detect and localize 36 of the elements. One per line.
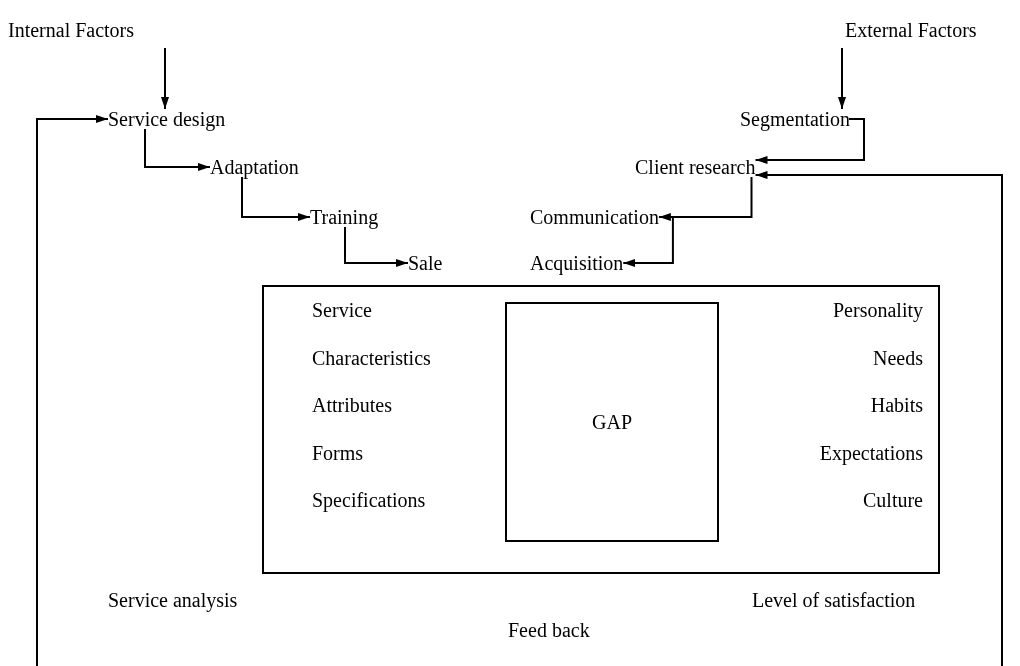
step-label: Acquisition bbox=[530, 251, 624, 275]
note-label: Level of satisfaction bbox=[752, 588, 916, 612]
box-label: Culture bbox=[863, 488, 923, 512]
step-label: Training bbox=[310, 205, 379, 229]
gap-box bbox=[505, 302, 719, 542]
step-label: Segmentation bbox=[740, 107, 850, 131]
arrow bbox=[144, 128, 211, 171]
step-label: Sale bbox=[408, 251, 443, 275]
box-label: GAP bbox=[592, 410, 632, 434]
arrow bbox=[838, 47, 846, 110]
step-label: Internal Factors bbox=[8, 18, 135, 42]
box-label: Service bbox=[312, 298, 372, 322]
step-label: Communication bbox=[530, 205, 659, 229]
box-label: Characteristics bbox=[312, 346, 431, 370]
note-label: Feed back bbox=[508, 618, 590, 642]
step-label: Client research bbox=[635, 155, 756, 179]
arrow bbox=[36, 115, 109, 666]
box-label: Needs bbox=[873, 346, 923, 370]
box-label: Forms bbox=[312, 441, 364, 465]
note-label: Service analysis bbox=[108, 588, 238, 612]
box-label: Specifications bbox=[312, 488, 426, 512]
box-label: Attributes bbox=[312, 393, 392, 417]
arrow bbox=[754, 118, 865, 164]
arrow bbox=[241, 176, 311, 221]
step-label: Service design bbox=[108, 107, 226, 131]
arrow bbox=[754, 171, 1003, 666]
arrow bbox=[161, 47, 169, 110]
box-label: Expectations bbox=[819, 441, 923, 465]
arrow bbox=[657, 176, 753, 221]
frame-box bbox=[262, 285, 940, 574]
box-label: Habits bbox=[870, 393, 923, 417]
box-label: Personality bbox=[833, 298, 923, 322]
arrow bbox=[344, 226, 409, 267]
step-label: External Factors bbox=[845, 18, 977, 42]
step-label: Adaptation bbox=[210, 155, 299, 179]
arrow bbox=[622, 216, 674, 267]
